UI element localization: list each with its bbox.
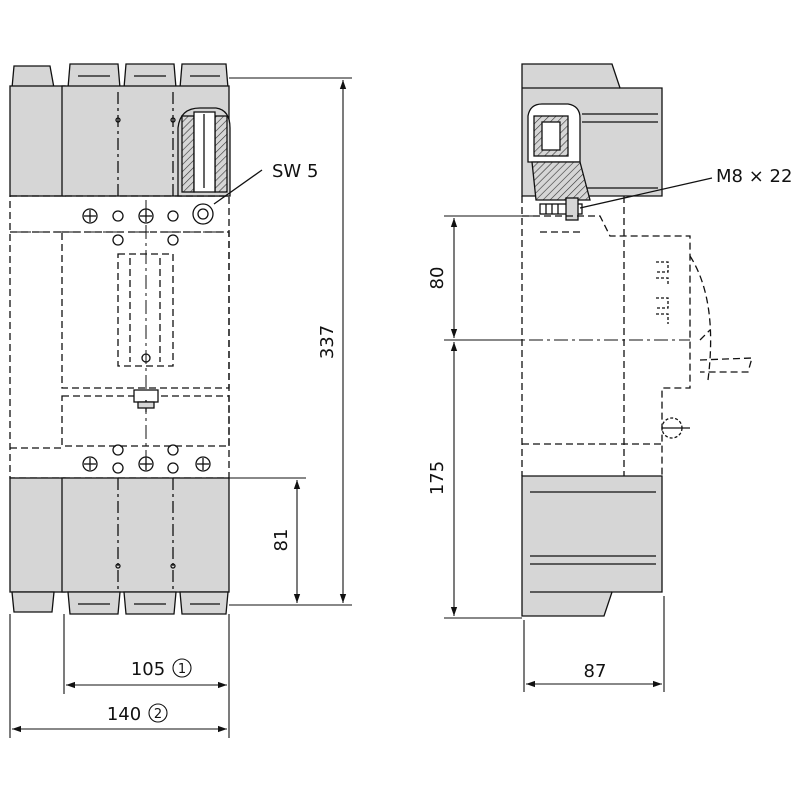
hidden-body-outline: [9, 195, 230, 479]
lower-housing-left: [9, 477, 66, 593]
rotary-handle: [177, 107, 263, 225]
m8-callout: M8 × 22: [716, 166, 792, 187]
dim-175-label: 175: [427, 461, 448, 495]
side-view: [454, 63, 753, 617]
m8-screw: [539, 177, 713, 221]
top-terminal-tabs: [11, 63, 229, 89]
dim-87-label: 87: [584, 661, 607, 682]
note-circle-1: [172, 658, 192, 678]
note-1-label: 1: [178, 662, 186, 677]
lower-housing-main: [61, 477, 230, 593]
hex-screw: [192, 203, 214, 225]
front-view: [9, 63, 263, 615]
upper-housing-left: [9, 85, 66, 197]
dim-337-label: 337: [317, 325, 338, 359]
note-2-label: 2: [154, 707, 162, 722]
front-dimensions: [9, 77, 352, 738]
side-hidden-body: [521, 196, 753, 476]
upper-screws: [82, 208, 179, 246]
bottom-terminal-tabs: [11, 591, 229, 615]
dim-81-label: 81: [271, 529, 292, 552]
dim-80-label: 80: [427, 267, 448, 290]
note-circle-2: [148, 703, 168, 723]
dim-140-label: 140: [107, 704, 141, 725]
sw5-callout: SW 5: [272, 161, 318, 182]
lower-screws: [82, 444, 211, 474]
dim-105-label: 105: [131, 659, 165, 680]
side-lower-block: [521, 475, 663, 617]
side-dimensions: [444, 215, 665, 692]
side-upper-block: [521, 63, 663, 201]
side-slots: [656, 261, 690, 439]
